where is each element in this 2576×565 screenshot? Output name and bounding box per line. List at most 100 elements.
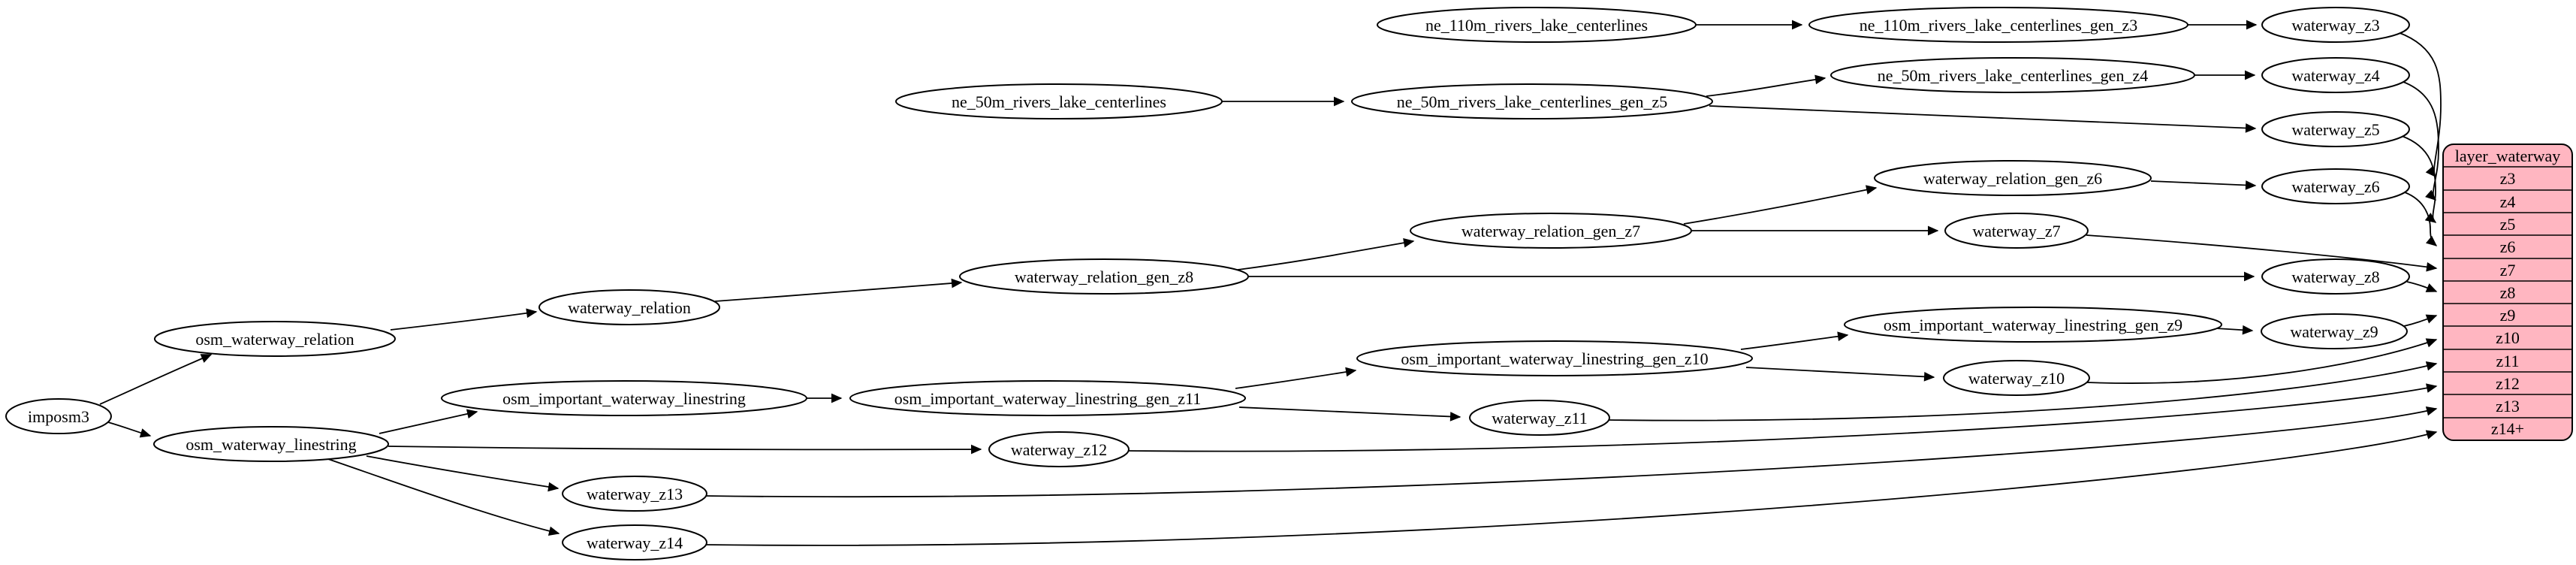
- node-ne_50m_rivers_lake_centerlines: ne_50m_rivers_lake_centerlines: [895, 83, 1223, 119]
- edge-waterway_z10-to-row-z10: [2086, 338, 2438, 384]
- node-shape: [2261, 7, 2410, 43]
- node-shape: [2261, 57, 2410, 93]
- node-label: waterway_z9: [2290, 322, 2378, 341]
- node-label: ne_50m_rivers_lake_centerlines: [952, 92, 1166, 111]
- node-label: ne_50m_rivers_lake_centerlines_gen_z5: [1397, 92, 1667, 111]
- node-ne_50m_rivers_lake_centerlines_gen_z4: ne_50m_rivers_lake_centerlines_gen_z4: [1830, 57, 2195, 93]
- table-row-label: z11: [2496, 352, 2520, 370]
- node-label: waterway_z6: [2291, 177, 2379, 196]
- node-osm_important_waterway_linestring_gen_z10: osm_important_waterway_linestring_gen_z1…: [1356, 340, 1753, 376]
- node-waterway_z3: waterway_z3: [2261, 7, 2410, 43]
- node-shape: [562, 476, 707, 512]
- edge-gen_z7-to-gen_z6: [1683, 185, 1878, 225]
- edge-waterway_z9-to-row-z9: [2403, 314, 2438, 327]
- node-label: waterway_z5: [2291, 120, 2379, 139]
- node-label: waterway_z12: [1011, 440, 1107, 459]
- node-label: imposm3: [28, 407, 89, 426]
- node-shape: [2261, 258, 2410, 295]
- node-shape: [1844, 307, 2222, 343]
- edge-osm_waterway_linestring-to-waterway_z13: [366, 455, 560, 492]
- node-imposm3: imposm3: [5, 398, 112, 434]
- node-label: osm_important_waterway_linestring: [502, 389, 746, 408]
- node-shape: [1351, 83, 1713, 119]
- node-label: waterway_relation_gen_z7: [1461, 222, 1640, 240]
- edge-gen_z8-to-gen_z7: [1237, 237, 1415, 270]
- node-osm_important_waterway_linestring_gen_z11: osm_important_waterway_linestring_gen_z1…: [849, 380, 1246, 416]
- edge-gen_z9-to-waterway_z9: [2215, 325, 2254, 335]
- node-waterway_relation_gen_z8: waterway_relation_gen_z8: [959, 258, 1249, 295]
- edge-osm_waterway_linestring-to-waterway_z12: [388, 444, 982, 455]
- edge-gen_z10-to-waterway_z10: [1745, 367, 1935, 382]
- edge-imposm3-to-osm_waterway_linestring: [107, 421, 152, 438]
- node-label: osm_important_waterway_linestring_gen_z1…: [894, 389, 1202, 408]
- node-label: waterway_z7: [1972, 222, 2060, 240]
- node-waterway_z13: waterway_z13: [562, 476, 707, 512]
- node-shape: [2261, 313, 2408, 349]
- table-row-label: z5: [2500, 215, 2516, 234]
- edge-layer: [99, 20, 2442, 546]
- node-layer: ne_110m_rivers_lake_centerlines ne_110m_…: [5, 7, 2410, 560]
- node-shape: [1410, 213, 1692, 249]
- table-row-label: z8: [2500, 283, 2516, 302]
- node-ne_110m_rivers_lake_centerlines_gen_z3: ne_110m_rivers_lake_centerlines_gen_z3: [1808, 7, 2188, 43]
- node-waterway_z10: waterway_z10: [1943, 360, 2090, 396]
- node-osm_waterway_linestring: osm_waterway_linestring: [153, 426, 389, 462]
- node-label: waterway_z4: [2291, 66, 2379, 85]
- node-shape: [441, 380, 807, 416]
- table-row-label: z4: [2500, 192, 2516, 211]
- table-row-label: z12: [2496, 374, 2520, 393]
- node-waterway_z14: waterway_z14: [562, 524, 707, 560]
- node-waterway_z4: waterway_z4: [2261, 57, 2410, 93]
- edge-gen_z6-to-waterway_z6: [2150, 180, 2257, 190]
- edge-waterway_z11-to-row-z11: [1608, 361, 2438, 421]
- node-label: osm_important_waterway_linestring_gen_z9: [1884, 316, 2182, 334]
- node-shape: [153, 426, 389, 462]
- node-waterway_relation_gen_z6: waterway_relation_gen_z6: [1874, 160, 2152, 196]
- edge-imposm3-to-osm_waterway_relation: [99, 354, 213, 405]
- node-label: waterway_z13: [587, 485, 683, 503]
- node-shape: [1356, 340, 1753, 376]
- node-shape: [1944, 213, 2089, 249]
- node-waterway_relation: waterway_relation: [538, 289, 720, 325]
- layer-waterway-table: layer_waterway z3 z4 z5 z6 z7 z8 z9 z10 …: [2442, 144, 2573, 441]
- node-osm_important_waterway_linestring_gen_z9: osm_important_waterway_linestring_gen_z9: [1844, 307, 2222, 343]
- node-shape: [154, 321, 396, 357]
- edge-gen_z11-to-waterway_z11: [1238, 406, 1461, 421]
- node-waterway_z9: waterway_z9: [2261, 313, 2408, 349]
- table-row-label: z6: [2500, 237, 2516, 256]
- node-label: osm_waterway_linestring: [186, 435, 356, 454]
- node-label: waterway_z8: [2291, 267, 2379, 286]
- edge-osm_waterway_linestring-to-waterway_z14: [327, 458, 560, 536]
- table-row-label: z14+: [2491, 419, 2524, 438]
- edge-gen_z11-to-gen_z10: [1235, 367, 1357, 389]
- node-waterway_z5: waterway_z5: [2261, 111, 2410, 147]
- node-waterway_relation_gen_z7: waterway_relation_gen_z7: [1410, 213, 1692, 249]
- node-shape: [849, 380, 1246, 416]
- node-waterway_z12: waterway_z12: [988, 431, 1130, 467]
- node-label: waterway_z14: [587, 533, 683, 552]
- node-shape: [5, 398, 112, 434]
- node-label: osm_waterway_relation: [195, 330, 354, 349]
- node-label: ne_110m_rivers_lake_centerlines_gen_z3: [1860, 16, 2138, 35]
- edge-waterway_z3-to-row-z3: [2397, 32, 2442, 178]
- node-label: ne_50m_rivers_lake_centerlines_gen_z4: [1878, 66, 2148, 85]
- edge-waterway_z13-to-row-z13: [705, 406, 2438, 498]
- node-ne_110m_rivers_lake_centerlines: ne_110m_rivers_lake_centerlines: [1377, 7, 1697, 43]
- table-row-label: z7: [2500, 261, 2516, 279]
- node-label: waterway_z10: [1968, 369, 2065, 388]
- edge-waterway_z14-to-row-z14plus: [705, 430, 2438, 546]
- edge-waterway_z5-to-row-z5: [2401, 135, 2437, 223]
- table-title: layer_waterway: [2455, 147, 2560, 165]
- table-row-label: z3: [2500, 169, 2516, 188]
- node-shape: [2261, 111, 2410, 147]
- node-waterway_z8: waterway_z8: [2261, 258, 2410, 295]
- table-row-label: z13: [2496, 397, 2520, 415]
- node-label: waterway_z11: [1492, 409, 1587, 428]
- node-waterway_z11: waterway_z11: [1469, 400, 1610, 436]
- table-row-label: z10: [2496, 328, 2520, 347]
- edge-gen_z10-to-gen_z9: [1740, 331, 1849, 350]
- edge-waterway_z4-to-row-z4: [2403, 81, 2439, 201]
- node-osm_important_waterway_linestring: osm_important_waterway_linestring: [441, 380, 807, 416]
